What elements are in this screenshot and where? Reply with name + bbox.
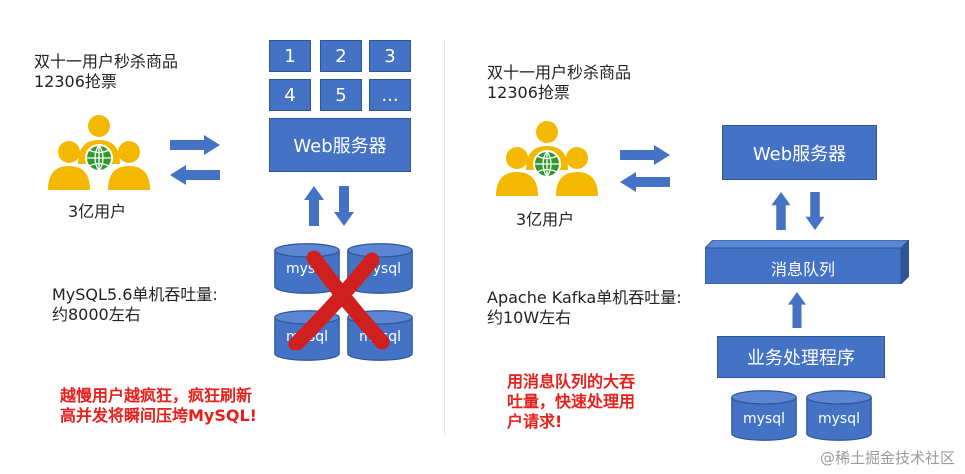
left-warning-line1: 越慢用户越疯狂，疯狂刷新 — [60, 386, 253, 405]
right-mysql-db-1: mysql — [731, 388, 797, 443]
left-web-server-box: Web服务器 — [269, 118, 411, 172]
panel-divider — [444, 40, 445, 435]
request-cell-2: 2 — [320, 40, 362, 72]
right-heading-line2: 12306抢票 — [487, 83, 570, 102]
message-queue-box: 消息队列 — [705, 240, 909, 284]
right-throughput-line1: Apache Kafka单机吞吐量: — [487, 288, 682, 307]
left-warning-line2: 高并发将瞬间压垮MySQL! — [60, 406, 257, 425]
right-arrow-left-icon — [620, 172, 670, 192]
right-mysql-db-2: mysql — [806, 388, 872, 443]
watermark: @稀土掘金技术社区 — [819, 449, 955, 467]
request-cell-4: 4 — [269, 79, 311, 111]
left-users-icon — [44, 112, 154, 192]
left-heading-line1: 双十一用户秒杀商品 — [34, 52, 179, 71]
right-note-line2: 吐量，快速处理用 — [507, 392, 636, 411]
right-throughput-line2: 约10W左右 — [487, 308, 572, 327]
right-arrow-down-icon — [805, 192, 825, 230]
request-cell-1: 1 — [269, 40, 311, 72]
request-cell-3: 3 — [369, 40, 411, 72]
left-heading-line2: 12306抢票 — [34, 72, 117, 91]
left-throughput-line2: 约8000左右 — [52, 305, 141, 324]
right-heading-line1: 双十一用户秒杀商品 — [487, 63, 632, 82]
right-users-icon — [492, 118, 602, 198]
queue-label: 消息队列 — [770, 260, 835, 279]
right-note-line3: 户请求! — [507, 412, 563, 431]
db-label: mysql — [818, 411, 860, 427]
right-arrow-up-2-icon — [787, 292, 807, 328]
cross-icon — [288, 250, 390, 350]
left-arrow-up-icon — [304, 186, 324, 226]
db-label: mysql — [743, 411, 785, 427]
right-users-label: 3亿用户 — [516, 210, 575, 229]
business-processor-box: 业务处理程序 — [717, 336, 885, 378]
left-arrow-right-icon — [170, 135, 220, 155]
request-cell-more: ... — [369, 79, 411, 111]
right-arrow-up-icon — [771, 192, 791, 230]
right-note-line1: 用消息队列的大吞 — [507, 372, 636, 391]
left-throughput-line1: MySQL5.6单机吞吐量: — [52, 285, 218, 304]
right-web-server-box: Web服务器 — [722, 125, 877, 180]
queue-shape — [705, 240, 909, 284]
request-cell-5: 5 — [320, 79, 362, 111]
left-arrow-down-icon — [334, 186, 354, 226]
left-users-label: 3亿用户 — [68, 202, 127, 221]
right-arrow-right-icon — [620, 145, 670, 165]
left-arrow-left-icon — [170, 165, 220, 185]
